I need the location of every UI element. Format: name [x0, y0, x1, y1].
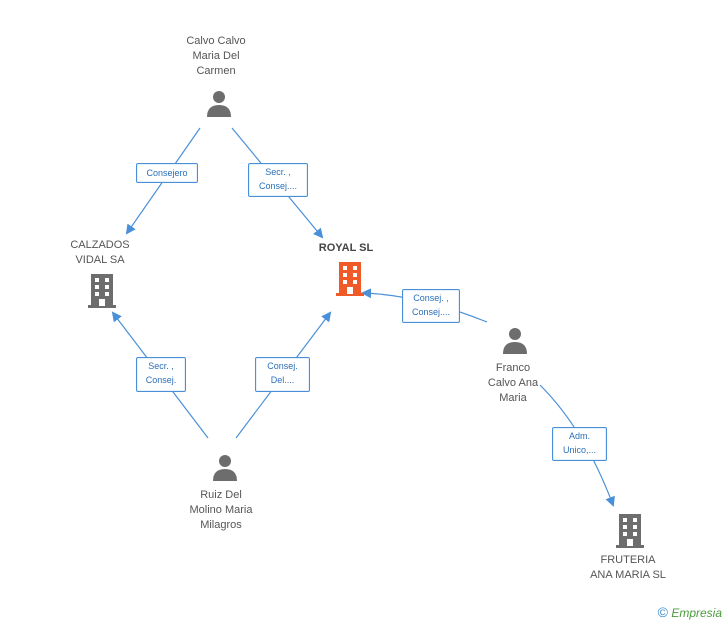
brand-watermark: © Empresia	[658, 604, 722, 620]
person-icon[interactable]	[501, 326, 529, 354]
node-label-calvo-calvo[interactable]: Calvo Calvo Maria Del Carmen	[186, 35, 246, 77]
relation-label-consej-consej[interactable]: Consej. , Consej....	[402, 289, 460, 323]
building-icon[interactable]	[86, 274, 118, 308]
person-icon[interactable]	[205, 89, 233, 117]
node-label-ruiz[interactable]: Ruiz Del Molino Maria Milagros	[189, 489, 253, 531]
node-label-calzados[interactable]: CALZADOS VIDAL SA	[70, 239, 130, 266]
relation-label-secr-consej-2[interactable]: Secr. , Consej.	[136, 357, 186, 392]
relation-label-secr-consej[interactable]: Secr. , Consej....	[248, 163, 308, 197]
brand-name: Empresia	[671, 606, 722, 620]
node-label-fruteria[interactable]: FRUTERIA ANA MARIA SL	[590, 554, 666, 581]
relation-label-consej-del[interactable]: Consej. Del....	[255, 357, 310, 392]
relation-label-consejero[interactable]: Consejero	[136, 163, 198, 183]
node-label-franco[interactable]: Franco Calvo Ana Maria	[487, 362, 539, 404]
building-icon[interactable]	[334, 262, 366, 296]
building-icon[interactable]	[614, 514, 646, 548]
relation-label-adm-unico[interactable]: Adm. Unico,...	[552, 427, 607, 461]
copyright-icon: ©	[657, 604, 668, 620]
node-label-royal[interactable]: ROYAL SL	[318, 242, 374, 254]
person-icon[interactable]	[211, 453, 239, 481]
